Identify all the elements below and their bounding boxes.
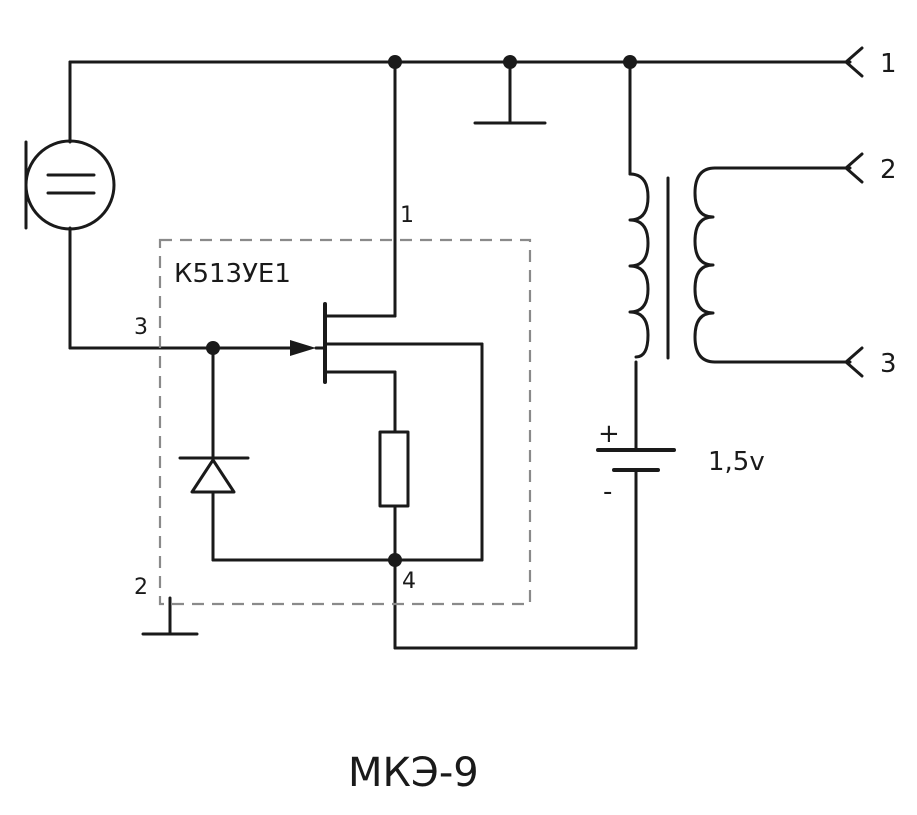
- terminal-3-connector: [844, 346, 864, 378]
- diode: [178, 456, 250, 494]
- chip-boundary: [158, 238, 532, 606]
- ground-symbol-bottom: [141, 596, 199, 636]
- terminal-1-label: 1: [880, 49, 897, 79]
- fet-transistor: [290, 302, 327, 384]
- junction-dot: [388, 55, 402, 69]
- battery-minus-label: -: [603, 477, 612, 507]
- chip-pin-4-label: 4: [402, 569, 416, 594]
- junction-dot: [503, 55, 517, 69]
- transformer-secondary-coil: [693, 166, 717, 364]
- chip-pin-2-label: 2: [134, 575, 148, 600]
- diagram-title: МКЭ-9: [348, 750, 479, 796]
- transformer-primary-coil: [628, 172, 650, 359]
- microphone-capsule: [24, 139, 116, 231]
- terminal-2-connector: [844, 152, 864, 184]
- battery-plus-label: +: [598, 419, 620, 449]
- chip-pin-3-label: 3: [134, 315, 148, 340]
- terminal-1-connector: [844, 46, 864, 78]
- junction-dot: [206, 341, 220, 355]
- terminal-3-label: 3: [880, 349, 897, 379]
- junction-dot: [623, 55, 637, 69]
- resistor: [378, 430, 410, 508]
- chip-label: К513УЕ1: [174, 259, 291, 289]
- battery-voltage-label: 1,5v: [708, 447, 765, 477]
- junction-dot: [388, 553, 402, 567]
- ground-symbol-top: [473, 60, 547, 125]
- battery: [596, 448, 676, 472]
- chip-pin-1-label: 1: [400, 203, 414, 228]
- terminal-2-label: 2: [880, 155, 897, 185]
